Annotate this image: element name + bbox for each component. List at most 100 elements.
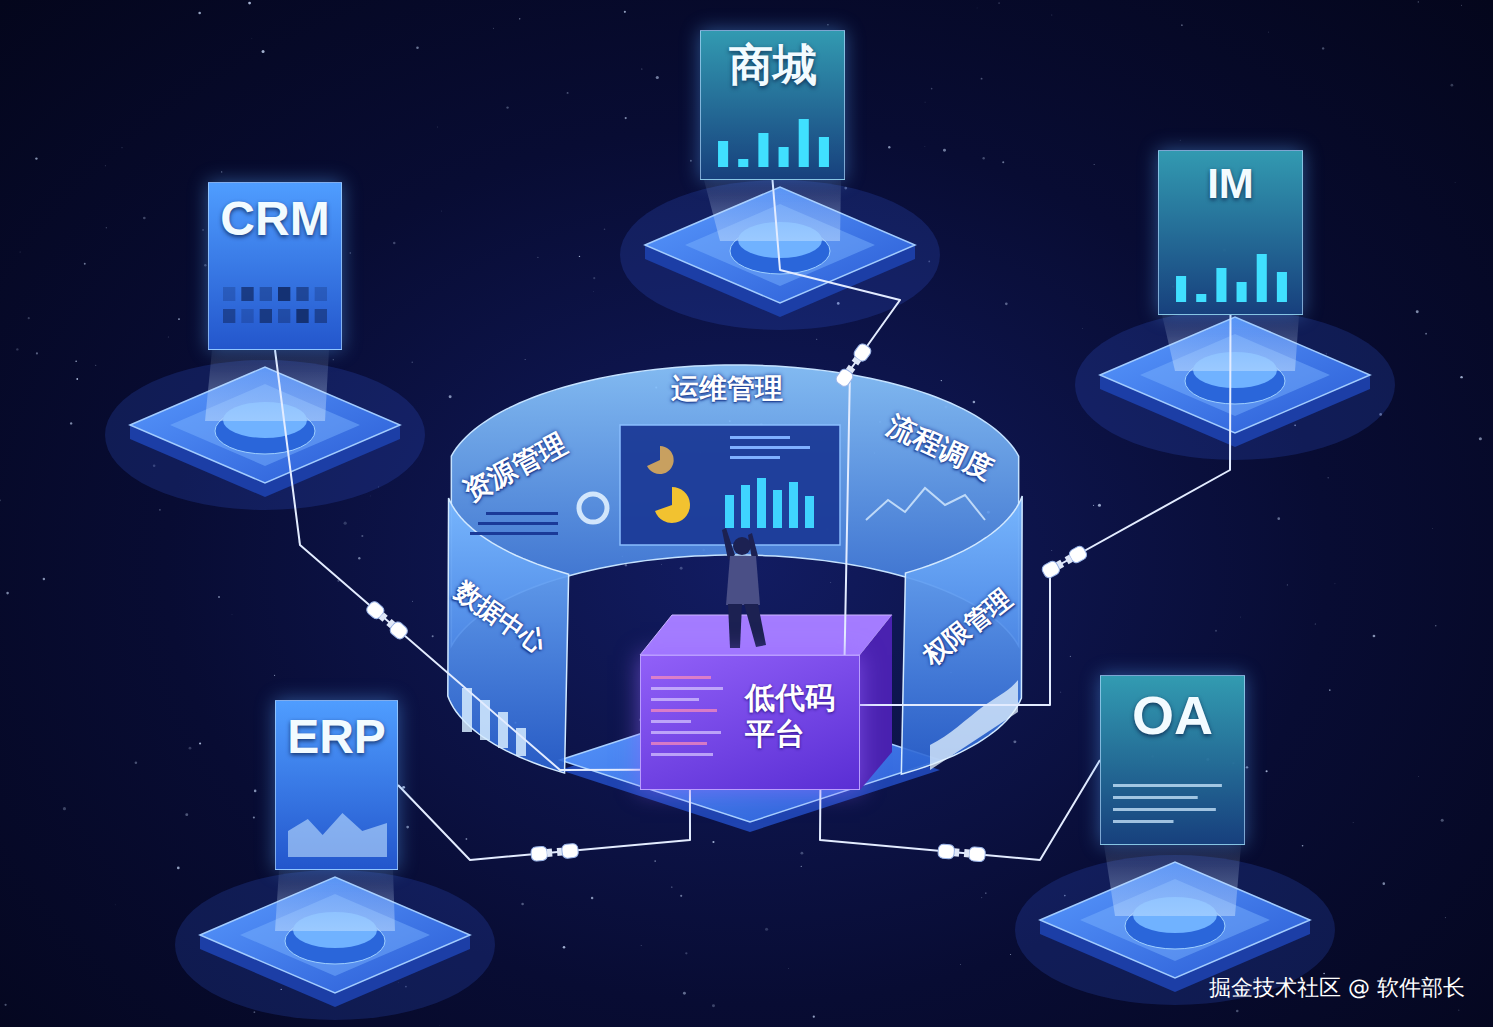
socket-body (561, 843, 578, 858)
area-chart (930, 680, 1018, 770)
person-figure (722, 528, 766, 648)
grid-cell (296, 309, 308, 323)
star (493, 27, 495, 29)
panel-chart (221, 281, 331, 337)
star (625, 564, 627, 566)
star (35, 157, 37, 159)
star (671, 886, 673, 888)
star (690, 160, 692, 162)
star (579, 256, 580, 257)
pie-chart (655, 487, 690, 523)
star (1093, 164, 1095, 166)
socket-body (1040, 560, 1061, 580)
star (70, 422, 72, 424)
star (641, 68, 643, 70)
star (1329, 689, 1331, 691)
star (439, 1025, 441, 1027)
platform-label: 低代码 平台 (745, 680, 845, 752)
ring-module: 数据中心 (443, 571, 557, 665)
grid-cell (260, 309, 272, 323)
star (1002, 161, 1004, 163)
star (998, 2, 999, 3)
star (349, 252, 351, 254)
star (358, 557, 360, 559)
system-panel: OA (1100, 675, 1245, 845)
star (1416, 310, 1419, 313)
person-leg (744, 604, 766, 647)
star (888, 146, 890, 148)
star (1240, 616, 1242, 618)
star (1070, 656, 1071, 657)
star (361, 535, 363, 537)
star (248, 2, 251, 5)
star (1005, 302, 1008, 305)
grid-cell (278, 287, 290, 301)
cube-top (640, 615, 892, 655)
star (143, 217, 146, 220)
plug-icon (834, 342, 873, 388)
star (1051, 14, 1053, 16)
plug-icon (1040, 544, 1088, 579)
bar (1176, 276, 1186, 302)
person-body (726, 556, 760, 605)
star (114, 904, 116, 906)
star (76, 378, 78, 380)
screen-line (730, 456, 780, 459)
star (680, 567, 683, 570)
grid-cell (241, 309, 253, 323)
star (982, 157, 984, 159)
star (63, 807, 66, 810)
code-line (651, 698, 699, 701)
star (1268, 31, 1270, 33)
star (344, 522, 347, 525)
person-arm (722, 528, 735, 560)
star (1051, 550, 1053, 552)
star (981, 897, 982, 898)
star (973, 401, 976, 404)
panel-chart (288, 801, 387, 857)
star (591, 897, 593, 899)
pedestal (620, 180, 940, 330)
star (218, 596, 220, 598)
module-label: 数据中心 (449, 576, 551, 660)
module-label: 流程调度 (882, 410, 997, 487)
star (16, 348, 18, 350)
star (924, 101, 926, 103)
bar (738, 159, 748, 167)
star (1302, 845, 1304, 847)
system-panel: ERP (275, 700, 398, 870)
connector (860, 315, 1231, 705)
star (1322, 47, 1324, 49)
panel-chart (713, 111, 834, 167)
star (1180, 140, 1181, 141)
star (43, 578, 45, 580)
band-line (478, 522, 558, 525)
star (712, 841, 714, 843)
light-beam (1104, 845, 1241, 916)
ring-module: 资源管理 (452, 423, 578, 513)
system-name: IM (1207, 161, 1254, 207)
bar (789, 482, 798, 528)
plug-pin (547, 849, 553, 857)
star (254, 1011, 256, 1013)
pedestal (175, 870, 495, 1020)
plug-body (969, 847, 986, 862)
bar (1196, 294, 1206, 302)
system-name: 商城 (729, 41, 817, 89)
star (95, 365, 96, 366)
star (604, 228, 606, 230)
star (1327, 477, 1329, 479)
bar (718, 141, 728, 167)
star (402, 786, 405, 789)
star (105, 227, 107, 229)
star (1373, 635, 1376, 638)
star (135, 761, 138, 764)
ring-module: 流程调度 (876, 405, 1004, 490)
star (1454, 182, 1456, 184)
star (19, 251, 21, 253)
grid-cell (296, 287, 308, 301)
star (1352, 821, 1354, 823)
star (104, 165, 106, 167)
star (1418, 776, 1420, 778)
star (924, 146, 926, 148)
